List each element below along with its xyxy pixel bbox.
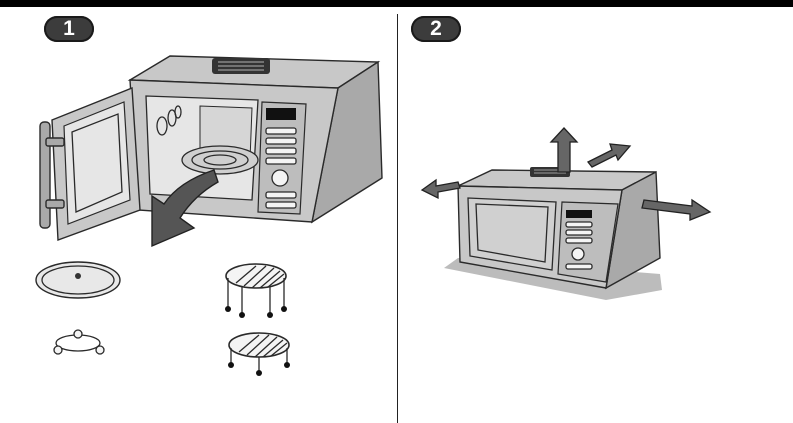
ventilation-arrow-up-icon — [551, 128, 577, 172]
closed-microwave-illustration — [444, 167, 662, 300]
glass-turntable-icon — [36, 262, 120, 298]
roller-ring-icon — [54, 330, 104, 354]
ventilation-arrow-back-icon — [588, 144, 630, 167]
low-rack-icon — [228, 333, 290, 376]
top-vent — [212, 58, 270, 74]
high-rack-icon — [225, 264, 287, 318]
step-2-illustration — [398, 0, 793, 423]
open-door — [40, 88, 140, 240]
open-microwave-illustration — [40, 56, 382, 240]
step-1-illustration — [0, 0, 397, 423]
ventilation-arrow-left-icon — [422, 180, 460, 198]
